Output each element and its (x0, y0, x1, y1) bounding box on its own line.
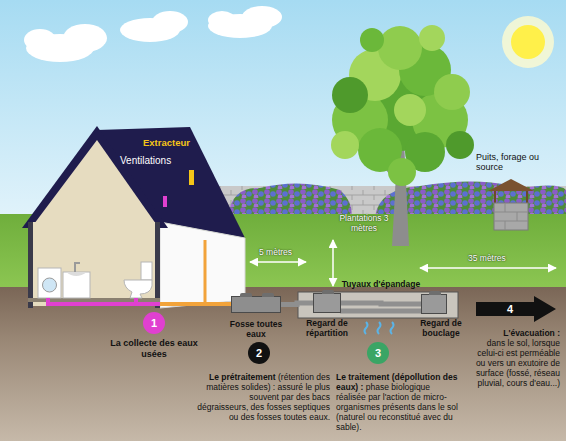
distance-label: Plantations 3 mètres (338, 214, 390, 234)
description: Fosse toutes eaux (227, 319, 285, 339)
description: L'évacuation :dans le sol, lorsque celui… (470, 328, 560, 388)
tree (331, 25, 474, 246)
callout-number: 3 (375, 347, 381, 359)
lid (240, 293, 252, 297)
callout-circle: 2 (248, 342, 270, 364)
loop-box: Regard de bouclage (413, 294, 469, 338)
step-heading: La collecte des eaux usées (104, 338, 204, 359)
callout-arrow: 4L'évacuation :dans le sol, lorsque celu… (470, 296, 560, 388)
vent-label: Ventilations (120, 155, 171, 167)
description: Regard de bouclage (413, 318, 469, 338)
distance-label: 5 mètres (259, 248, 292, 258)
distribution-box: Regard de répartition (299, 293, 355, 338)
callout-number: 2 (256, 347, 262, 359)
lid (322, 290, 334, 294)
distance-label: 35 mètres (468, 254, 506, 264)
step-text: dans le sol, lorsque celui-ci est perméa… (470, 338, 560, 388)
description: Le prétraitement(rétention des matières … (196, 372, 330, 422)
tank-box (421, 294, 447, 314)
extractor-label: Extracteur (143, 138, 190, 149)
pipe-label: Tuyaux d'épandage (342, 280, 420, 289)
step-heading: Regard de répartition (299, 318, 355, 338)
step-heading: Regard de bouclage (413, 318, 469, 338)
house (22, 126, 245, 308)
description: Le traitement (dépollution des eaux) :ph… (336, 372, 462, 432)
arrow-outline (476, 296, 556, 322)
lid (429, 291, 441, 295)
lid (262, 293, 274, 297)
callout-number: 4 (507, 303, 513, 315)
septic-tank: Fosse toutes eaux (227, 296, 285, 339)
description: La collecte des eaux usées (104, 338, 204, 359)
callout-number: 3 Le traitement (dépollution des eaux) :p… (336, 342, 462, 432)
tank-box (313, 293, 341, 313)
step-heading: L'évacuation : (470, 328, 560, 338)
step-heading: Le prétraitement (209, 372, 276, 382)
pipe-connector (341, 303, 421, 304)
callout-number: 1 (151, 317, 157, 329)
callout-number: 2 Le prétraitement(rétention des matières… (196, 342, 330, 422)
step-heading: Fosse toutes eaux (227, 319, 285, 339)
tank-box (231, 296, 281, 313)
well (488, 179, 534, 230)
description: Regard de répartition (299, 318, 355, 338)
well-label: Puits, forage ou source (476, 152, 562, 173)
callout-number: 1 La collecte des eaux usées (104, 312, 204, 359)
callout-circle: 1 (143, 312, 165, 334)
arrow-shape: 4 (476, 296, 556, 322)
pipe-connector (281, 303, 313, 305)
callout-circle: 3 (367, 342, 389, 364)
